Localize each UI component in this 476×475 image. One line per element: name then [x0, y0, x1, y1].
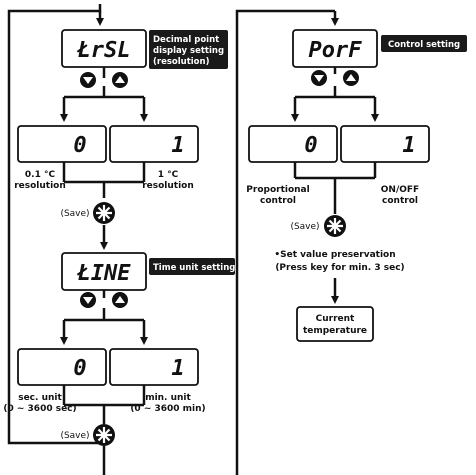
current-temperature-line2: temperature	[303, 326, 367, 336]
time-option-0-caption-line1: sec. unit	[18, 393, 62, 403]
time-option-1-box	[109, 348, 199, 386]
trsl-option-0-caption-line2: resolution	[14, 181, 66, 191]
trsl-save-icon	[93, 202, 115, 224]
trsl-up-icon	[112, 72, 128, 88]
porf-option-0-display: 0	[304, 133, 317, 158]
time-option-0-display: 0	[73, 356, 86, 381]
time-save-label: (Save)	[60, 431, 89, 441]
trsl-tag-line3: (resolution)	[153, 57, 210, 67]
time-save-icon	[93, 424, 115, 446]
time-option-0-box	[17, 348, 107, 386]
trsl-option-1-caption-line1: 1 °C	[158, 170, 179, 180]
time-option-1-caption-line2: (0 ~ 3600 min)	[130, 404, 205, 414]
trsl-tag-line2: display setting	[153, 46, 224, 56]
time-tag	[149, 258, 235, 275]
left-loop-line	[7, 4, 102, 445]
porf-option-0-caption-line1: Proportional	[246, 185, 309, 195]
trsl-option-1-caption-line2: resolution	[142, 181, 194, 191]
trsl-option-0-caption-line1: 0.1 °C	[25, 170, 56, 180]
porf-save-label: (Save)	[290, 222, 319, 232]
current-temperature-box	[296, 306, 374, 342]
porf-option-1-box	[340, 125, 430, 163]
porf-display-text: PorF	[309, 38, 363, 63]
time-down-icon	[80, 292, 96, 308]
right-loop-line	[235, 9, 335, 475]
trsl-down-icon	[80, 72, 96, 88]
porf-option-1-display: 1	[402, 133, 415, 158]
time-option-1-caption-line1: min. unit	[145, 393, 191, 403]
trsl-option-1-box	[109, 125, 199, 163]
porf-option-1-caption-line2: control	[382, 196, 418, 206]
porf-tag	[381, 35, 467, 52]
current-temperature-line1: Current	[316, 314, 355, 324]
trsl-option-0-box	[17, 125, 107, 163]
trsl-tag	[149, 30, 228, 69]
porf-option-0-box	[248, 125, 338, 163]
porf-up-icon	[343, 70, 359, 86]
time-option-0-caption-line2: (0 ~ 3600 sec)	[3, 404, 76, 414]
trsl-option-0-display: 0	[73, 133, 86, 158]
porf-option-1-caption-line1: ON/OFF	[381, 185, 419, 195]
porf-note-line2: (Press key for min. 3 sec)	[275, 263, 404, 273]
porf-note-line1: •Set value preservation	[274, 250, 395, 260]
time-up-icon	[112, 292, 128, 308]
trsl-option-1-display: 1	[171, 133, 184, 158]
trsl-display-text: ŁrSL	[77, 38, 131, 63]
time-option-1-display: 1	[171, 356, 184, 381]
porf-down-icon	[311, 70, 327, 86]
trsl-save-label: (Save)	[60, 209, 89, 219]
trsl-tag-line1: Decimal point	[153, 35, 219, 45]
porf-option-0-caption-line2: control	[260, 196, 296, 206]
time-display-text: ŁINE	[77, 261, 132, 286]
porf-save-icon	[324, 215, 346, 237]
porf-tag-text: Control setting	[388, 40, 460, 50]
time-tag-text: Time unit setting	[153, 263, 235, 273]
